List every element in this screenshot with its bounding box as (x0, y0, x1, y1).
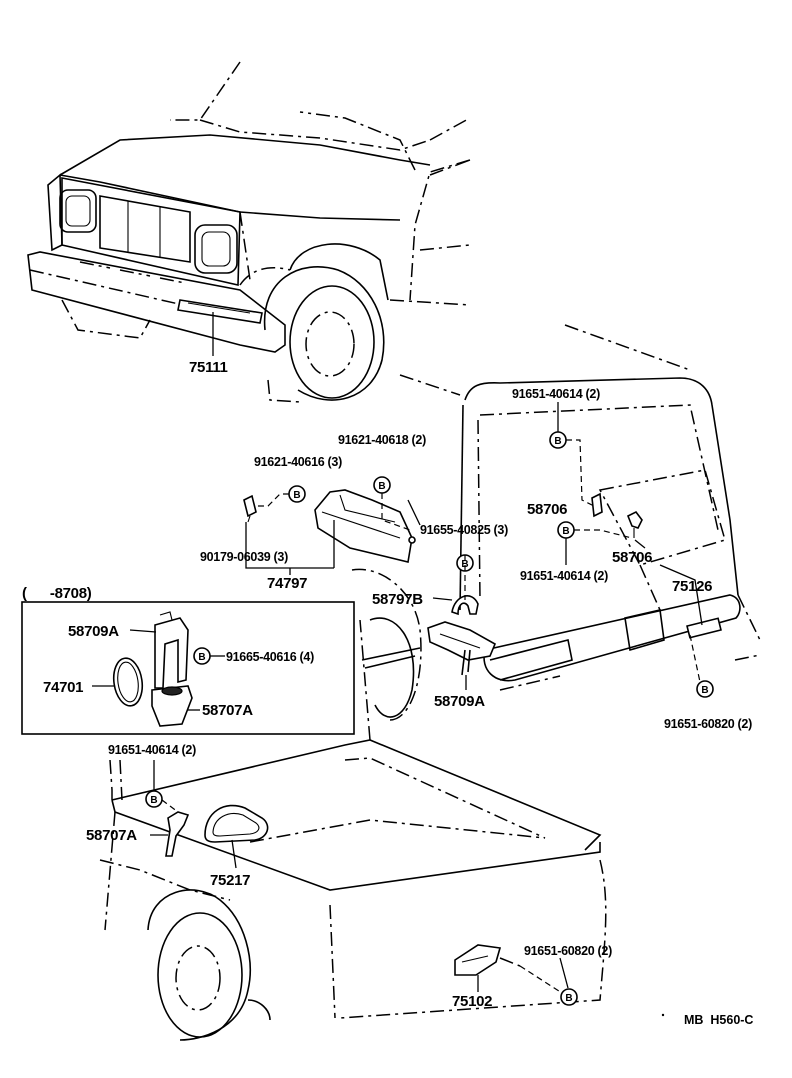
bolt-icon: B (288, 485, 306, 503)
pickup-bed (99, 619, 607, 1041)
bolt-icon: B (557, 521, 575, 539)
dot-mark (661, 1013, 665, 1017)
bolt-icon: B (145, 790, 163, 808)
small-parts (591, 492, 643, 538)
front-vehicle (27, 61, 471, 403)
svg-text:B: B (554, 436, 561, 447)
label-58707A: 58707A (86, 827, 137, 844)
bolt-icon: B (549, 431, 567, 449)
label-91665-40616: 91665-40616 (4) (226, 650, 314, 664)
label-58706-a: 58706 (527, 501, 567, 518)
diagram-code: MB H560-C (684, 1013, 753, 1027)
label-91651-40614-mid: 91651-40614 (2) (520, 569, 608, 583)
label-74797: 74797 (267, 575, 307, 592)
cab-back (399, 324, 761, 691)
svg-text:B: B (562, 526, 569, 537)
bolt-icon: B (373, 476, 391, 494)
bolt-icon: B (696, 680, 714, 698)
label-91651-40614-top: 91651-40614 (2) (512, 387, 600, 401)
svg-text:B: B (701, 685, 708, 696)
svg-text:B: B (198, 652, 205, 663)
svg-text:B: B (293, 490, 300, 501)
svg-text:B: B (565, 993, 572, 1004)
svg-text:B: B (150, 795, 157, 806)
label-91621-40616: 91621-40616 (3) (254, 455, 342, 469)
svg-text:B: B (378, 481, 385, 492)
label-58706-b: 58706 (612, 549, 652, 566)
leader-lines (92, 312, 703, 994)
label-91651-60820-right: 91651-60820 (2) (664, 717, 752, 731)
inset-box (21, 601, 355, 735)
spare-tire-area (351, 568, 497, 721)
label-58797B: 58797B (372, 591, 423, 608)
label-58709A: 58709A (434, 693, 485, 710)
label-75126: 75126 (672, 578, 712, 595)
label-91655-40825: 91655-40825 (3) (420, 523, 508, 537)
label-90179-06039: 90179-06039 (3) (200, 550, 288, 564)
svg-text:B: B (461, 559, 468, 570)
bolt-icon: B (560, 988, 578, 1006)
label-91621-40618: 91621-40618 (2) (338, 433, 426, 447)
label-58709A-box: 58709A (68, 623, 119, 640)
label-91651-40614-low: 91651-40614 (2) (108, 743, 196, 757)
bolt-icon: B (193, 647, 211, 665)
label-75217: 75217 (210, 872, 250, 889)
label-58707A-box: 58707A (202, 702, 253, 719)
label-75111: 75111 (189, 359, 228, 376)
label-91651-60820-low: 91651-60820 (2) (524, 944, 612, 958)
label-75102: 75102 (452, 993, 492, 1010)
label-74701: 74701 (43, 679, 83, 696)
bracket-74797 (243, 489, 416, 563)
part-labels: 75111 91651-40614 (2) 91621-40618 (2) 91… (22, 359, 753, 1027)
label-8708: ( -8708) (22, 585, 92, 602)
